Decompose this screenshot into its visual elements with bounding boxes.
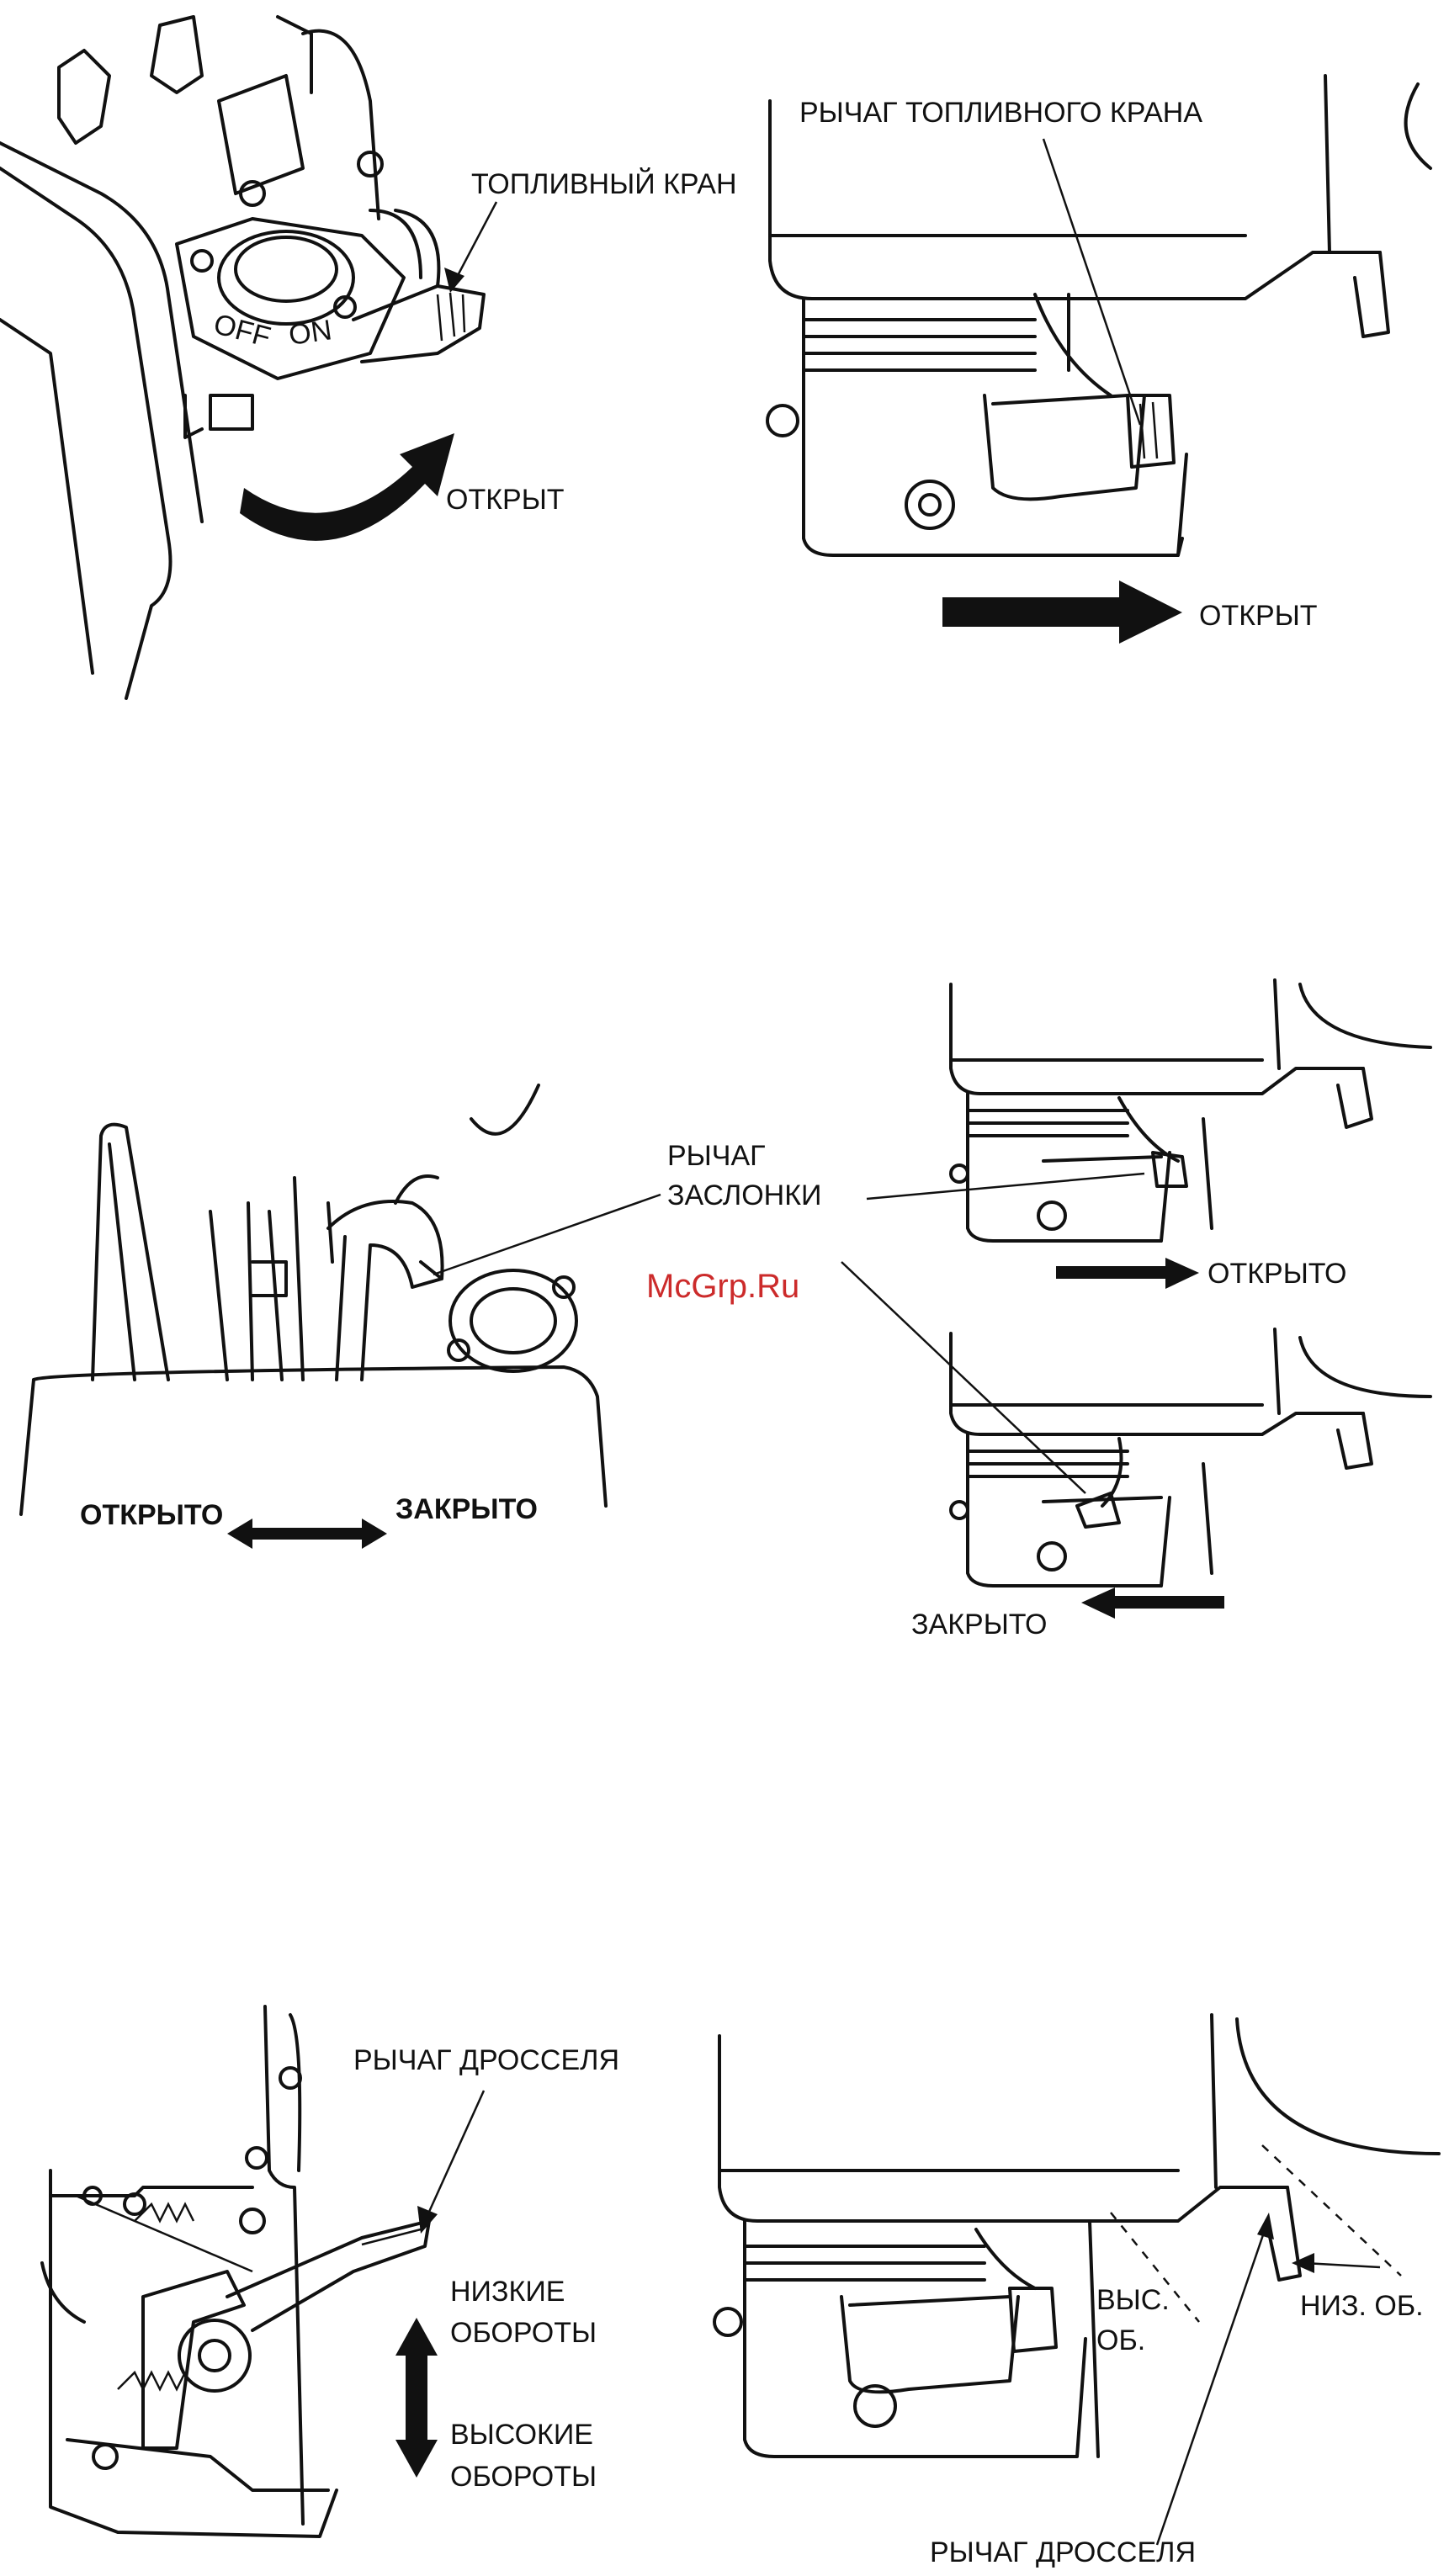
throttle-left-pointer-line (425, 2091, 484, 2221)
choke-right-open-label: ОТКРЫТО (1208, 1258, 1346, 1290)
off-marking: OFF (210, 308, 274, 353)
fuel-valve-pointer-line (454, 202, 496, 282)
low-rpm-line1: НИЗКИЕ (450, 2276, 565, 2308)
choke-right-open-arrow (1056, 1258, 1199, 1289)
high-rpm-line2: ОБОРОТЫ (450, 2461, 597, 2493)
fuel-lever-label: РЫЧАГ ТОПЛИВНОГО КРАНА (799, 97, 1202, 129)
throttle-low-arrowhead (1292, 2253, 1314, 2273)
throttle-left-lever-label: РЫЧАГ ДРОССЕЛЯ (353, 2044, 619, 2076)
high-short-line2: ОБ. (1096, 2324, 1145, 2356)
on-marking: ON (287, 314, 334, 352)
engine-side-view-choke-closed (951, 1329, 1430, 1586)
high-rpm-line1: ВЫСОКИЕ (450, 2419, 593, 2451)
fuel-lever-open-arrow (942, 580, 1182, 644)
choke-right-closed-label: ЗАКРЫТО (911, 1609, 1047, 1640)
throttle-right-pointer-line (1157, 2225, 1266, 2545)
throttle-low-dashed-line (1262, 2145, 1401, 2276)
open-curved-arrow (240, 433, 454, 541)
low-rpm-line2: ОБОРОТЫ (450, 2317, 597, 2349)
fuel-lever-open-label: ОТКРЫТ (1199, 600, 1318, 632)
choke-left-closed-label: ЗАКРЫТО (395, 1493, 538, 1525)
throttle-closeup (42, 2006, 429, 2536)
throttle-right-pointer-arrowhead (1257, 2213, 1274, 2239)
fuel-valve-closeup: OFF ON (0, 17, 484, 698)
choke-closeup (21, 1085, 606, 1514)
choke-pointer-line-left (433, 1195, 661, 1275)
choke-lever-label-line1: РЫЧАГ (667, 1140, 766, 1172)
choke-left-open-label: ОТКРЫТО (80, 1499, 223, 1531)
throttle-right-lever-label: РЫЧАГ ДРОССЕЛЯ (930, 2536, 1196, 2568)
choke-open-closed-arrow (227, 1519, 387, 1549)
fuel-valve-label: ТОПЛИВНЫЙ КРАН (471, 168, 737, 200)
throttle-up-down-arrow (395, 2318, 438, 2478)
engine-side-view-throttle (714, 2015, 1439, 2457)
engine-side-view-1 (767, 76, 1430, 555)
high-short-line1: ВЫС. (1096, 2284, 1170, 2316)
low-short-label: НИЗ. ОБ. (1300, 2290, 1424, 2322)
engine-side-view-choke-open (951, 980, 1430, 1241)
choke-pointer-line-top (867, 1174, 1144, 1199)
throttle-low-arrow-line (1304, 2263, 1380, 2267)
choke-lever-label-line2: ЗАСЛОНКИ (667, 1179, 821, 1211)
choke-pointer-line-bottom (841, 1262, 1085, 1493)
fuel-valve-open-label: ОТКРЫТ (446, 484, 565, 516)
choke-right-closed-arrow (1081, 1587, 1224, 1619)
watermark: McGrp.Ru (646, 1268, 799, 1305)
